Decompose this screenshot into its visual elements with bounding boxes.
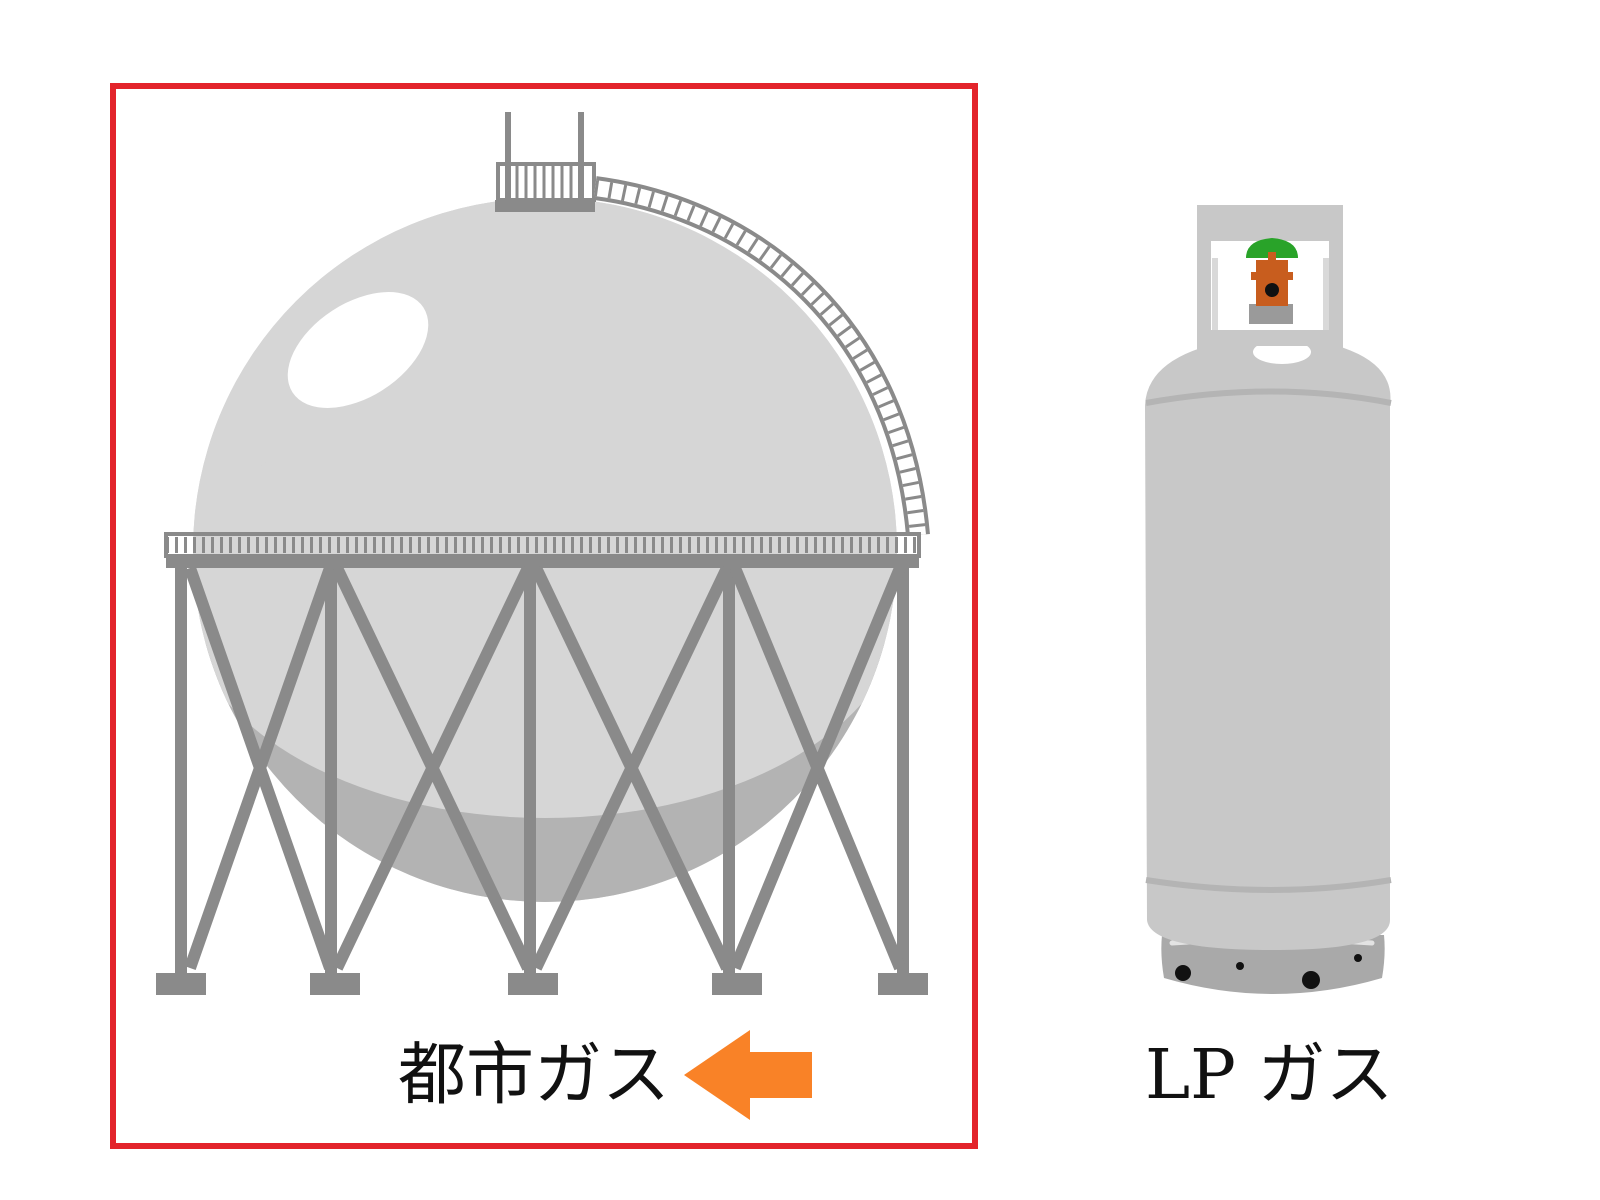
arrow-left-icon <box>684 1030 812 1120</box>
lp-gas-label: LP ガス <box>1145 1036 1394 1115</box>
lp-gas-cylinder-icon <box>1145 205 1392 994</box>
spherical-gas-tank-icon <box>156 112 930 995</box>
highlight-frame <box>110 83 978 1149</box>
city-gas-label: 都市ガス <box>398 1036 671 1115</box>
